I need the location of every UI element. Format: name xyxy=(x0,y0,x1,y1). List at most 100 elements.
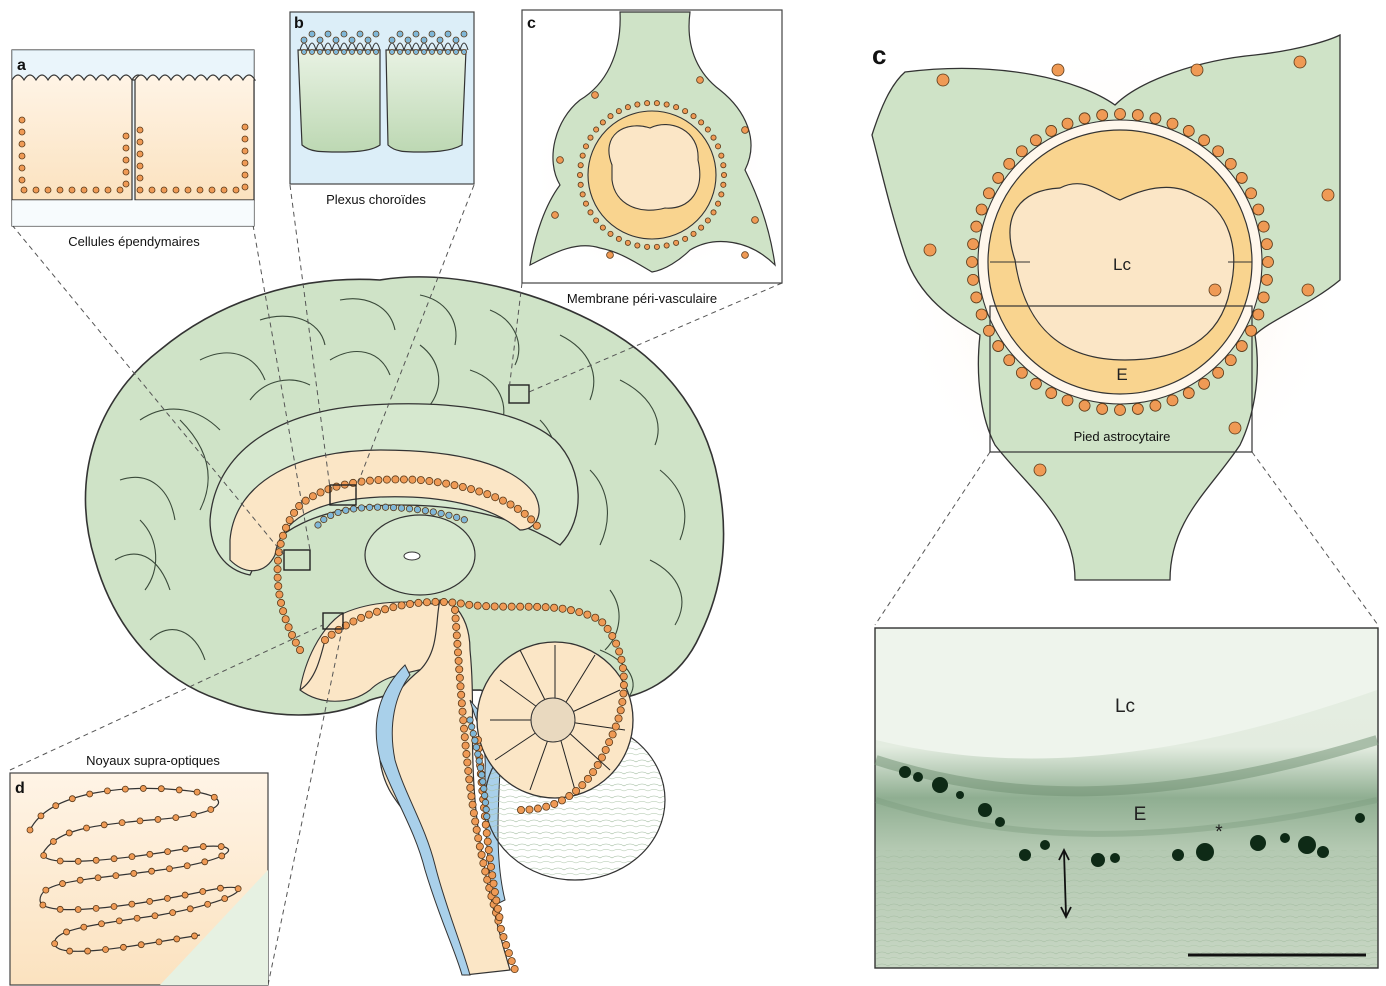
choroid-dot xyxy=(350,506,356,512)
transporter-dot xyxy=(176,787,182,793)
transporter-dot xyxy=(41,853,47,859)
transporter-dot xyxy=(147,898,153,904)
choroid-dot xyxy=(461,31,467,37)
transporter-dot xyxy=(460,717,467,724)
transporter-dot xyxy=(625,105,630,110)
transporter-dot xyxy=(1209,284,1221,296)
transporter-dot xyxy=(478,851,485,858)
transporter-dot xyxy=(60,881,66,887)
transporter-dot xyxy=(296,646,303,653)
transporter-dot xyxy=(602,746,609,753)
transporter-dot xyxy=(484,491,491,498)
transporter-dot xyxy=(505,949,512,956)
choroid-dot xyxy=(302,50,307,55)
transporter-dot xyxy=(482,821,489,828)
transporter-dot xyxy=(443,480,450,487)
choroid-dot xyxy=(467,717,473,723)
choroid-dot xyxy=(413,31,419,37)
transporter-dot xyxy=(53,803,59,809)
transporter-dot xyxy=(558,797,565,804)
transporter-dot xyxy=(274,574,281,581)
choroid-dot xyxy=(326,50,331,55)
transporter-dot xyxy=(19,141,25,147)
transporter-dot xyxy=(508,957,515,964)
transporter-dot xyxy=(557,157,564,164)
transporter-dot xyxy=(242,172,248,178)
transporter-dot xyxy=(217,885,223,891)
transporter-dot xyxy=(1246,325,1257,336)
transporter-dot xyxy=(715,144,720,149)
transporter-dot xyxy=(567,607,574,614)
transporter-dot xyxy=(1263,257,1274,268)
transporter-dot xyxy=(93,187,99,193)
panel-c-large: c Lc E Pied astrocytaire xyxy=(872,35,1350,580)
transporter-dot xyxy=(968,239,979,250)
transporter-dot xyxy=(1199,135,1210,146)
transporter-dot xyxy=(583,144,588,149)
transporter-dot xyxy=(123,145,129,151)
transporter-dot xyxy=(392,476,399,483)
transporter-dot xyxy=(95,875,101,881)
choroid-dot xyxy=(446,50,451,55)
transporter-dot xyxy=(588,135,593,140)
transporter-dot xyxy=(105,187,111,193)
transporter-dot xyxy=(104,788,110,794)
transporter-dot xyxy=(21,187,27,193)
transporter-dot xyxy=(492,494,499,501)
transporter-dot xyxy=(1062,118,1073,129)
transporter-dot xyxy=(440,598,447,605)
interthalamic-adhesion xyxy=(404,552,420,560)
gold-particle xyxy=(1250,835,1266,851)
choroid-dot xyxy=(343,507,349,513)
choroid-dot xyxy=(484,813,490,819)
transporter-dot xyxy=(715,201,720,206)
transporter-dot xyxy=(476,488,483,495)
transporter-dot xyxy=(470,809,477,816)
transporter-dot xyxy=(40,902,46,908)
choroid-dot xyxy=(350,50,355,55)
transporter-dot xyxy=(19,177,25,183)
choroid-dot xyxy=(321,516,327,522)
transporter-dot xyxy=(383,476,390,483)
transporter-dot xyxy=(1046,388,1057,399)
transporter-dot xyxy=(123,169,129,175)
transporter-dot xyxy=(1030,378,1041,389)
transporter-dot xyxy=(594,218,599,223)
transporter-dot xyxy=(711,135,716,140)
gold-particle xyxy=(932,777,948,793)
transporter-dot xyxy=(381,606,388,613)
transporter-dot xyxy=(197,187,203,193)
choroid-dot xyxy=(446,512,452,518)
transporter-dot xyxy=(137,175,143,181)
transporter-dot xyxy=(456,674,463,681)
transporter-dot xyxy=(487,863,494,870)
transporter-dot xyxy=(1079,400,1090,411)
choroid-dot xyxy=(462,50,467,55)
transporter-dot xyxy=(200,844,206,850)
transporter-dot xyxy=(19,129,25,135)
transporter-dot xyxy=(453,623,460,630)
choroid-dot xyxy=(406,50,411,55)
transporter-dot xyxy=(33,187,39,193)
transporter-dot xyxy=(508,603,515,610)
transporter-dot xyxy=(173,815,179,821)
transporter-dot xyxy=(292,639,299,646)
panel-c-small-caption: Membrane péri-vasculaire xyxy=(567,291,717,306)
transporter-dot xyxy=(752,217,759,224)
transporter-dot xyxy=(129,854,135,860)
transporter-dot xyxy=(1253,309,1264,320)
transporter-dot xyxy=(983,188,994,199)
transporter-dot xyxy=(111,903,117,909)
panel-c-large-letter: c xyxy=(872,40,886,70)
gold-particle xyxy=(1280,833,1290,843)
transporter-dot xyxy=(473,826,480,833)
transporter-dot xyxy=(572,787,579,794)
transporter-dot xyxy=(99,921,105,927)
transporter-dot xyxy=(137,818,143,824)
transporter-dot xyxy=(1183,125,1194,136)
transporter-dot xyxy=(66,830,72,836)
transporter-dot xyxy=(158,786,164,792)
transporter-dot xyxy=(497,925,504,932)
panel-d-caption: Noyaux supra-optiques xyxy=(86,753,220,768)
choroid-dot xyxy=(477,765,483,771)
